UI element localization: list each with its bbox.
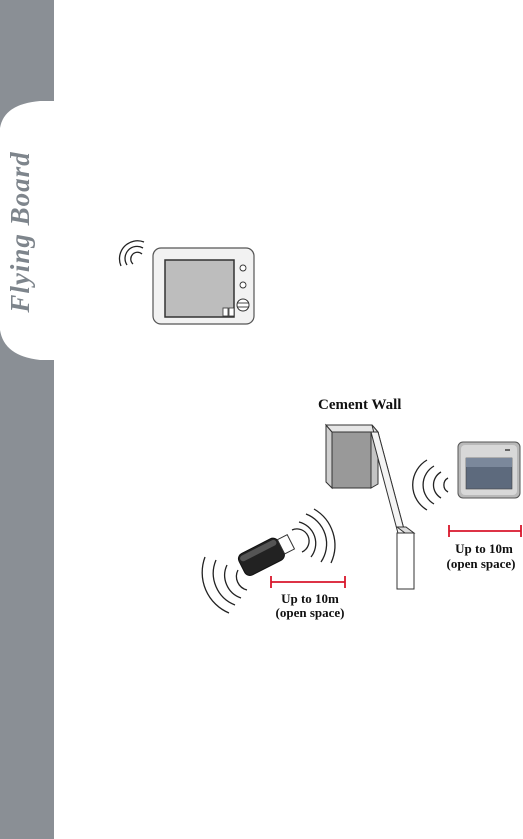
signal-waves-dongle-right-icon (292, 509, 335, 563)
range-left-line2: (open space) (266, 605, 354, 620)
signal-waves-dongle-left-icon (202, 557, 247, 613)
range-bar-left (271, 576, 345, 588)
range-bar-right (449, 525, 521, 537)
cement-wall-illustration (326, 425, 414, 589)
tab-title: Flying Board (6, 120, 34, 344)
signal-waves-right-icon (413, 460, 448, 510)
range-right-line1: Up to 10m (447, 541, 521, 556)
handheld-device-icon (153, 248, 254, 324)
tablet-device-icon (458, 442, 520, 498)
usb-dongle-icon (236, 531, 296, 577)
range-right-line2: (open space) (439, 556, 523, 571)
range-left-line1: Up to 10m (273, 591, 347, 606)
signal-waves-top-icon (119, 241, 144, 266)
wall-label: Cement Wall (318, 398, 401, 413)
